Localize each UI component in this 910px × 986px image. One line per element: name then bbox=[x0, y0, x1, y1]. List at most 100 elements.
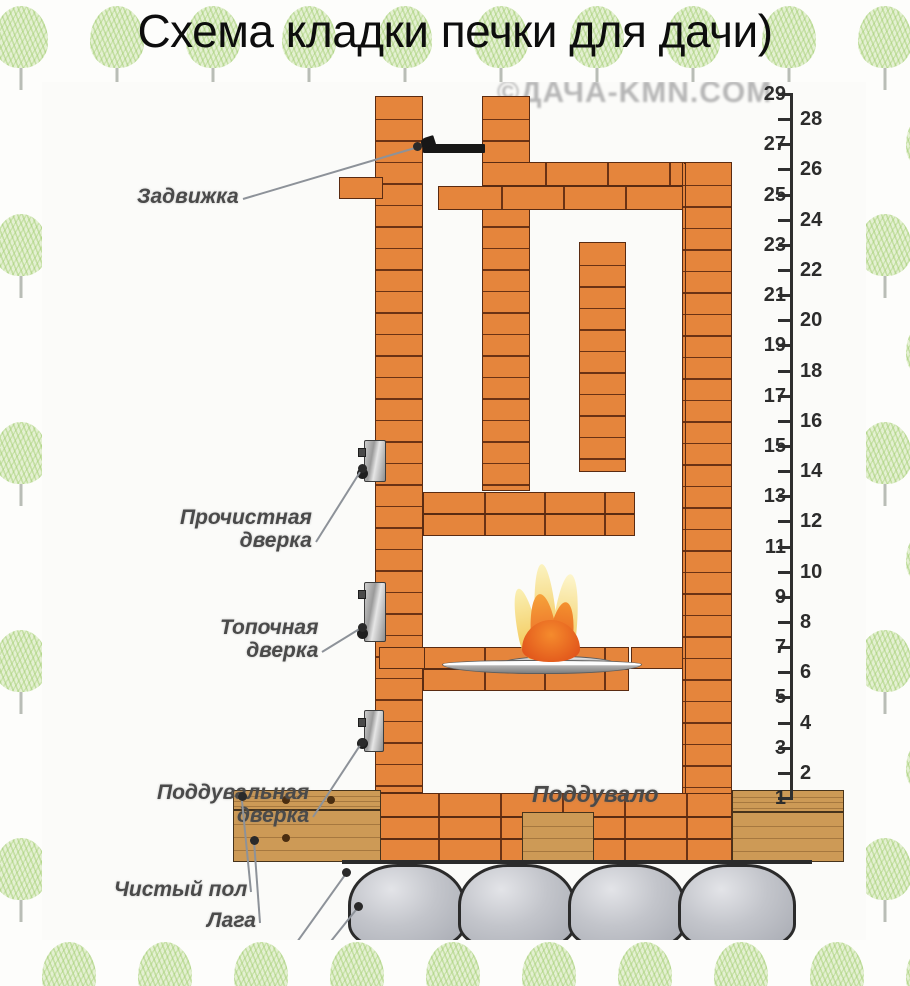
leaf-stem bbox=[787, 68, 791, 90]
mortar-joint bbox=[376, 570, 422, 572]
brick-course bbox=[631, 647, 683, 669]
mortar-joint bbox=[686, 657, 731, 660]
scale-tick-6 bbox=[778, 671, 793, 675]
leaf-stem bbox=[19, 484, 23, 506]
scale-number-12: 12 bbox=[800, 510, 823, 533]
leaf-motif bbox=[0, 214, 48, 298]
wood-grain bbox=[234, 850, 380, 851]
scale-tick-25 bbox=[778, 193, 793, 197]
mortar-joint bbox=[483, 376, 529, 379]
leader-line-firebox-door bbox=[321, 627, 363, 654]
scale-number-5: 5 bbox=[774, 686, 786, 709]
wood-grain bbox=[234, 806, 380, 807]
leaf-motif bbox=[858, 838, 910, 922]
mortar-joint bbox=[686, 743, 731, 746]
mortar-joint bbox=[483, 484, 529, 486]
brick-vertical-joint bbox=[500, 840, 502, 860]
leaf-motif bbox=[762, 6, 816, 90]
mortar-joint bbox=[376, 763, 422, 766]
scale-number-14: 14 bbox=[800, 460, 823, 483]
wood-grain bbox=[733, 838, 843, 839]
scale-number-21: 21 bbox=[763, 284, 786, 307]
mortar-joint bbox=[580, 458, 625, 460]
brick-vertical-joint bbox=[500, 818, 502, 838]
mortar-joint bbox=[580, 372, 625, 374]
leaf-stem bbox=[883, 484, 887, 506]
brick-course bbox=[423, 492, 635, 514]
leaf-motif bbox=[906, 318, 910, 380]
scale-number-6: 6 bbox=[800, 661, 812, 684]
brick-vertical-joint bbox=[544, 493, 546, 513]
leader-endpoint-cleanout-door bbox=[358, 464, 367, 473]
mortar-joint bbox=[686, 528, 731, 531]
mortar-joint bbox=[686, 335, 731, 337]
brick-vertical-joint bbox=[484, 670, 486, 690]
mortar-joint bbox=[686, 356, 731, 359]
scale-number-18: 18 bbox=[800, 359, 823, 382]
mortar-joint bbox=[376, 785, 422, 787]
brick-course bbox=[423, 514, 635, 536]
mortar-joint bbox=[483, 398, 529, 400]
label-ashpit-chamber: Поддувало bbox=[532, 781, 659, 807]
flame-shape bbox=[522, 620, 580, 662]
mortar-joint bbox=[376, 376, 422, 379]
scale-number-25: 25 bbox=[763, 183, 786, 206]
scale-number-29: 29 bbox=[763, 83, 786, 105]
leaf-stem bbox=[883, 276, 887, 298]
scale-tick-22 bbox=[778, 269, 793, 272]
mortar-joint bbox=[483, 441, 529, 443]
leaf-stem bbox=[883, 692, 887, 714]
scale-number-10: 10 bbox=[800, 560, 823, 583]
mortar-joint bbox=[483, 290, 529, 293]
wood-grain bbox=[523, 825, 593, 827]
clean-floor-board bbox=[233, 790, 381, 810]
ashpit-door-icon bbox=[364, 710, 384, 752]
mortar-joint bbox=[686, 571, 731, 574]
scale-number-19: 19 bbox=[763, 334, 786, 357]
mortar-joint bbox=[686, 593, 731, 595]
mortar-joint bbox=[376, 699, 422, 701]
label-joist: Лага bbox=[207, 909, 256, 932]
label-ashpit-door: Поддувальная дверка bbox=[157, 781, 310, 827]
scale-tick-20 bbox=[778, 319, 793, 323]
nail-dot bbox=[282, 796, 290, 804]
foundation-stone bbox=[568, 864, 686, 940]
brick-course bbox=[339, 177, 383, 199]
mortar-joint bbox=[686, 507, 731, 509]
wood-grain bbox=[733, 825, 843, 827]
mortar-joint bbox=[686, 765, 731, 767]
leader-endpoint-ashpit-door bbox=[358, 738, 367, 747]
scale-tick-7 bbox=[778, 646, 793, 650]
leaf-motif bbox=[0, 838, 48, 922]
mortar-joint bbox=[686, 722, 731, 724]
mortar-joint bbox=[686, 206, 731, 208]
scale-number-20: 20 bbox=[800, 309, 823, 332]
mortar-joint bbox=[376, 247, 422, 250]
cleanout-door-icon bbox=[364, 440, 386, 482]
scale-tick-5 bbox=[778, 696, 793, 700]
leaf-motif bbox=[0, 630, 48, 714]
label-cleanout-door: Прочистная дверка bbox=[180, 506, 312, 552]
mortar-joint bbox=[686, 399, 731, 402]
mortar-joint bbox=[376, 505, 422, 508]
brick-vertical-joint bbox=[604, 493, 606, 513]
cleanout-door-icon-knob bbox=[357, 468, 368, 479]
brick-vertical-joint bbox=[484, 493, 486, 513]
mortar-joint bbox=[376, 484, 422, 486]
scale-number-8: 8 bbox=[800, 611, 812, 633]
label-damper: Задвижка bbox=[137, 185, 239, 208]
mortar-joint bbox=[483, 226, 529, 228]
brick-vertical-joint bbox=[686, 794, 688, 816]
leaf-stem bbox=[211, 68, 215, 90]
leaf-motif bbox=[810, 942, 864, 986]
nail-dot bbox=[327, 796, 335, 804]
mortar-joint bbox=[376, 269, 422, 271]
mortar-joint bbox=[686, 614, 731, 617]
ashpit-door-icon-hinge bbox=[358, 718, 366, 727]
scale-number-28: 28 bbox=[800, 108, 823, 131]
mortar-joint bbox=[483, 462, 529, 465]
brick-vertical-joint bbox=[624, 840, 626, 860]
scale-tick-19 bbox=[778, 344, 793, 348]
brick-vertical-joint bbox=[501, 187, 503, 209]
label-clean-floor: Чистый пол bbox=[114, 878, 248, 901]
